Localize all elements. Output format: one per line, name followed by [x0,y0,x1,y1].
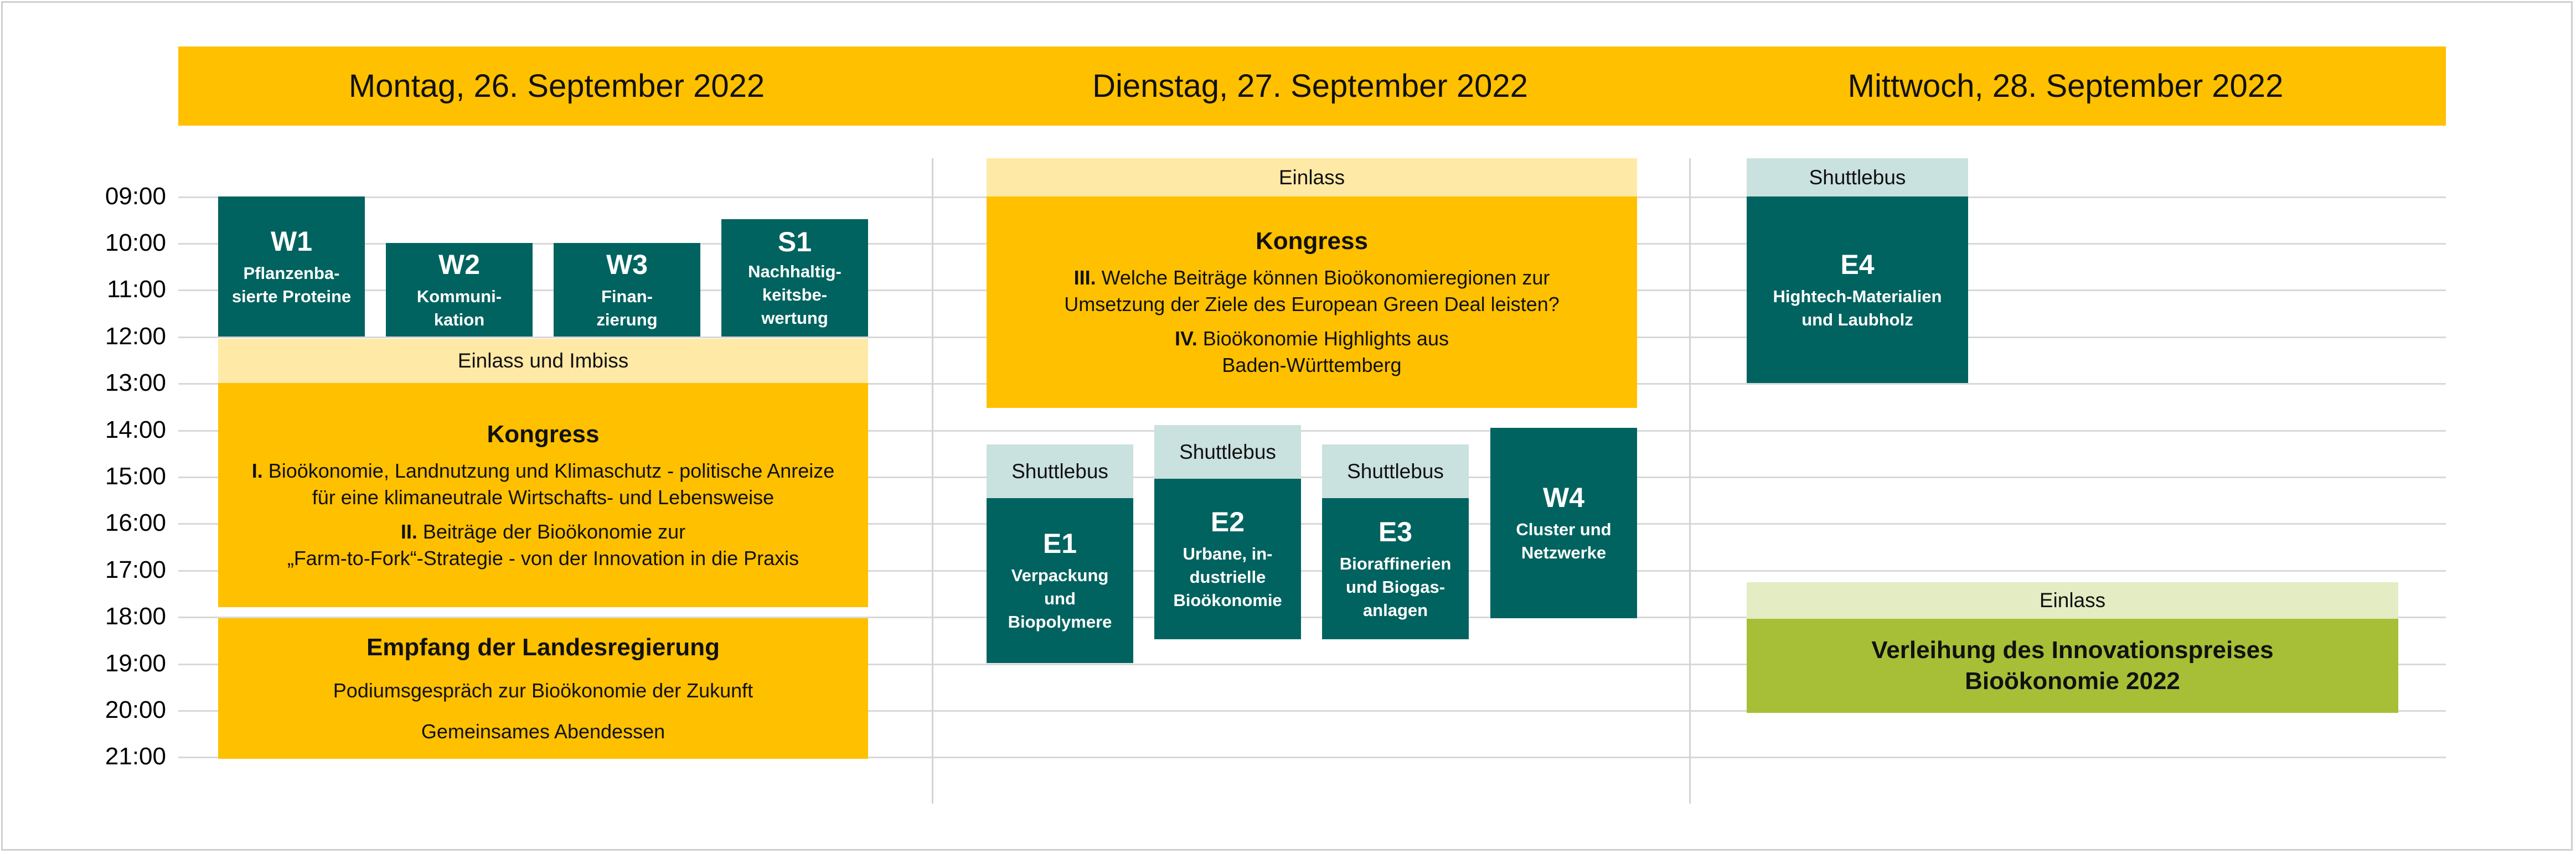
day-header-monday: Montag, 26. September 2022 [178,46,935,126]
monday-kongress[interactable]: Kongress I. Bioökonomie, Landnutzung und… [218,383,868,607]
kongress-topic-iv: IV. Bioökonomie Highlights aus Baden-Wür… [1175,327,1449,376]
time-label: 15:00 [105,463,166,490]
kongress-topic-ii: II. Beiträge der Bioökonomie zur „Farm-t… [287,520,799,570]
grid-line [178,664,2446,665]
workshop-w2[interactable]: W2 Kommuni-kation [386,243,533,337]
session-code: W1 [271,225,312,257]
session-code: E2 [1210,506,1245,537]
kongress-topic-iii: III. Welche Beiträge können Bioökonomier… [1064,266,1560,315]
empfang-line: Podiumsgespräch zur Bioökonomie der Zuku… [333,679,753,702]
wednesday-einlass: Einlass [1747,582,2398,619]
time-label: 21:00 [105,743,166,770]
session-code: W2 [438,249,480,280]
time-label: 14:00 [105,416,166,443]
day-header-tuesday: Dienstag, 27. September 2022 [935,46,1685,126]
session-code: E1 [1042,528,1077,559]
time-label: 09:00 [105,183,166,210]
shuttle-e1: Shuttlebus [987,444,1133,498]
session-code: E3 [1378,516,1413,547]
shuttle-e2: Shuttlebus [1154,425,1301,479]
monday-empfang[interactable]: Empfang der Landesregierung Podiumsgespr… [218,618,868,759]
grid-line [178,570,2446,572]
kongress-topic-i: I. Bioökonomie, Landnutzung und Klimasch… [251,459,835,509]
time-label: 13:00 [105,369,166,396]
session-title: Nachhaltig-keitsbe-wertung [748,262,842,328]
time-label: 17:00 [105,556,166,583]
workshop-w1[interactable]: W1 Pflanzenba-sierte Proteine [218,196,365,337]
session-title: Finan-zierung [596,286,658,329]
grid-line [178,710,2446,712]
day-header-wednesday: Mittwoch, 28. September 2022 [1685,46,2446,126]
workshop-w3[interactable]: W3 Finan-zierung [554,243,700,337]
grid-line [178,523,2446,525]
session-code: E4 [1840,249,1875,280]
kongress-title: Kongress [1256,227,1368,255]
tuesday-kongress[interactable]: Kongress III. Welche Beiträge können Bio… [987,196,1637,408]
grid-line [178,430,2446,432]
grid-line [178,757,2446,758]
shuttle-e3: Shuttlebus [1322,444,1469,498]
shuttle-e4: Shuttlebus [1747,158,1968,196]
time-label: 18:00 [105,603,166,630]
empfang-line: Gemeinsames Abendessen [421,720,665,743]
monday-einlass: Einlass und Imbiss [218,339,868,383]
day-separator [1689,158,1691,804]
session-code: W4 [1543,482,1584,513]
time-label: 16:00 [105,509,166,536]
grid-line [178,617,2446,618]
session-code: W3 [606,249,648,280]
session-title: Kommuni-kation [416,286,502,329]
session-code: S1 [777,226,812,257]
grid-line [178,477,2446,478]
empfang-title: Empfang der Landesregierung [366,634,720,661]
time-label: 11:00 [107,276,166,303]
time-label: 19:00 [105,650,166,677]
time-label: 20:00 [105,696,166,723]
session-s1[interactable]: S1 Nachhaltig-keitsbe-wertung [721,219,868,337]
session-title: Pflanzenba-sierte Proteine [231,263,352,306]
kongress-title: Kongress [487,420,600,448]
time-label: 12:00 [105,323,166,350]
day-separator [932,158,933,804]
time-label: 10:00 [105,229,166,256]
tuesday-einlass: Einlass [987,158,1637,196]
